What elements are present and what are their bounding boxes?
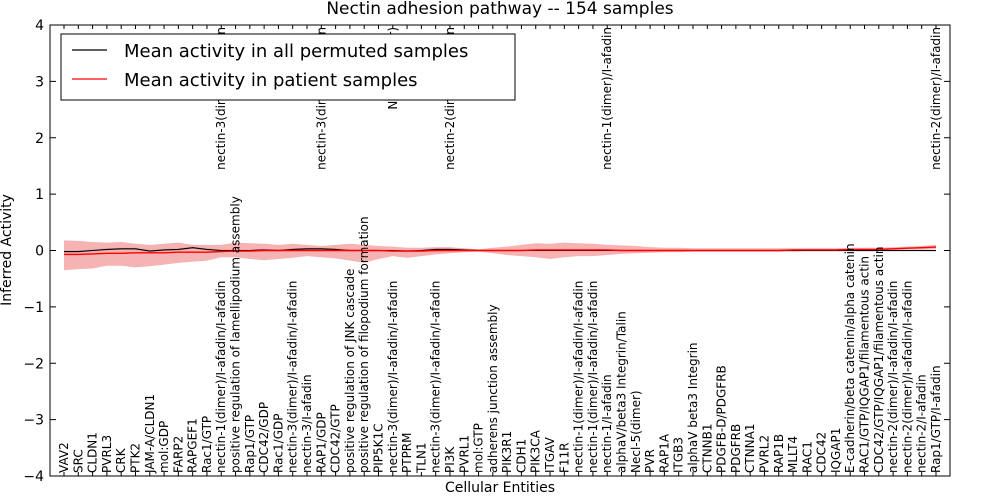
y-tick-label: −4 bbox=[23, 469, 44, 485]
x-tick-label: nectin-1(dimer)/I-afadin/I-afadin bbox=[214, 281, 228, 473]
x-tick-label: Necl-5(dimer) bbox=[629, 390, 643, 473]
x-tick-label: CDH1 bbox=[514, 439, 528, 473]
axis-ticks: −4 −3 −2 −1 0 1 2 3 4 bbox=[23, 18, 950, 485]
x-tick-label: CDC42/GDP bbox=[257, 402, 271, 473]
x-tick-label: VAV2 bbox=[57, 442, 71, 473]
x-tick-label: IQGAP1 bbox=[829, 428, 843, 473]
x-tick-label: nectin-1/I-afadin bbox=[600, 374, 614, 473]
x-tick-label: CDC42 bbox=[815, 432, 829, 473]
y-tick-label: 0 bbox=[35, 244, 44, 260]
x-tick-label: PVRL2 bbox=[758, 435, 772, 473]
y-tick-label: −3 bbox=[23, 413, 44, 429]
x-tick-label: nectin-3(dimer)/I-afadin/I-afadin bbox=[286, 281, 300, 473]
y-tick-label: 3 bbox=[35, 74, 44, 90]
x-tick-label: alphaV beta3 Integrin bbox=[686, 342, 700, 473]
x-tick-label-top: nectin-2(dimer)/I-afadin bbox=[929, 27, 943, 170]
x-tick-label: Rap1/GTP/I-afadin bbox=[929, 365, 943, 473]
x-tick-label: PVR bbox=[643, 449, 657, 473]
x-tick-label: mol:GDP bbox=[157, 421, 171, 473]
x-tick-label: PTK2 bbox=[129, 443, 143, 473]
x-tick-label: nectin-1(dimer)/I-afadin/I-afadin bbox=[586, 281, 600, 473]
x-tick-label: nectin-3/I-afadin bbox=[300, 374, 314, 473]
x-tick-label: PVRL1 bbox=[457, 435, 471, 473]
x-tick-label: PDGFB-D/PDGFRB bbox=[715, 365, 729, 473]
x-tick-label: RAPGEF1 bbox=[186, 418, 200, 473]
x-tick-label: nectin-2(dimer)/I-afadin/I-afadin bbox=[900, 281, 914, 473]
series-line-patient bbox=[64, 246, 937, 256]
x-tick-label: nectin-3(dimer)/I-afadin/I-afadin bbox=[429, 281, 443, 473]
x-tick-label: SRC bbox=[71, 449, 85, 473]
x-tick-label: nectin-1(dimer)/I-afadin/I-afadin bbox=[572, 281, 586, 473]
x-tick-label: positive regulation of lamellipodium ass… bbox=[229, 196, 243, 473]
x-tick-label: nectin-3(dimer)/I-afadin/I-afadin bbox=[386, 281, 400, 473]
x-tick-label: adherens junction assembly bbox=[486, 304, 500, 473]
x-tick-label: RAP1A bbox=[657, 433, 671, 473]
legend-label-permuted: Mean activity in all permuted samples bbox=[124, 41, 468, 62]
legend-box bbox=[60, 33, 516, 101]
x-tick-label: PTPRM bbox=[400, 433, 414, 474]
x-tick-label: PIK3R1 bbox=[500, 431, 514, 473]
x-tick-label: mol:GTP bbox=[472, 423, 486, 473]
x-tick-label: Rac1/GDP bbox=[271, 414, 285, 473]
band-patient bbox=[64, 240, 936, 271]
y-tick-label: 1 bbox=[35, 187, 44, 203]
x-tick-label: CDC42/GTP bbox=[329, 404, 343, 473]
x-tick-label: PVRL3 bbox=[100, 435, 114, 473]
y-tick-label: 2 bbox=[35, 131, 44, 147]
y-tick-label: 4 bbox=[35, 18, 44, 34]
x-tick-label: RAP1/GDP bbox=[314, 412, 328, 473]
x-tick-label: CTNNB1 bbox=[700, 423, 714, 473]
x-tick-label: TLN1 bbox=[414, 442, 428, 474]
x-tick-label: ITGB3 bbox=[672, 437, 686, 473]
x-tick-label: CDC42/GTP/IQGAP1/filamentous actin bbox=[872, 247, 886, 473]
x-tick-label: RAC1/GTP/IQGAP1/filamentous actin bbox=[858, 256, 872, 473]
series-lines bbox=[64, 246, 937, 256]
legend: Mean activity in all permuted samples Me… bbox=[60, 33, 516, 101]
x-tick-label: E-cadherin/beta catenin/alpha catenin bbox=[843, 243, 857, 473]
x-tick-label: CRK bbox=[114, 447, 128, 473]
chart-title: Nectin adhesion pathway -- 154 samples bbox=[326, 0, 673, 19]
x-tick-label: PIK3CA bbox=[529, 429, 543, 473]
y-tick-label: −1 bbox=[23, 300, 44, 316]
x-tick-label: Rac1/GTP bbox=[200, 416, 214, 473]
x-tick-label: PDGFRB bbox=[729, 424, 743, 473]
x-tick-label: PI3K bbox=[443, 446, 457, 473]
legend-label-patient: Mean activity in patient samples bbox=[124, 70, 418, 91]
x-tick-label: positive regulation of filopodium format… bbox=[357, 216, 371, 473]
x-tick-label: PIP5K1C bbox=[372, 423, 386, 473]
x-tick-label: Rap1/GTP bbox=[243, 415, 257, 473]
x-tick-label: alphaV/beta3 Integrin/Talin bbox=[615, 311, 629, 473]
x-tick-label: FARP2 bbox=[171, 436, 185, 473]
x-tick-label: ITGAV bbox=[543, 436, 557, 473]
x-tick-label: F11R bbox=[557, 442, 571, 473]
x-tick-label-top: nectin-1(dimer)/I-afadin bbox=[600, 27, 614, 170]
x-tick-label: RAC1 bbox=[800, 441, 814, 473]
x-tick-label: positive regulation of JNK cascade bbox=[343, 269, 357, 473]
x-axis-label: Cellular Entities bbox=[445, 480, 555, 496]
y-tick-label: −2 bbox=[23, 356, 44, 372]
x-tick-label: MLLT4 bbox=[786, 436, 800, 473]
x-tick-label: JAM-A/CLDN1 bbox=[143, 394, 157, 474]
x-tick-label: RAP1B bbox=[772, 434, 786, 473]
x-tick-label: nectin-2/I-afadin bbox=[915, 374, 929, 473]
y-axis-label: Inferred Activity bbox=[0, 194, 15, 306]
x-tick-label: CTNNA1 bbox=[743, 423, 757, 473]
x-tick-label: CLDN1 bbox=[86, 432, 100, 473]
confidence-bands bbox=[64, 240, 936, 271]
x-tick-label: nectin-2(dimer)/I-afadin/I-afadin bbox=[886, 281, 900, 473]
